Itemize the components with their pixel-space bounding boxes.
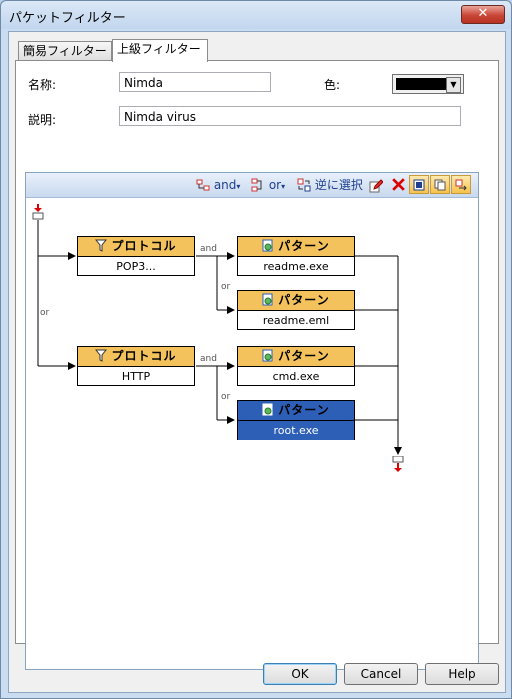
pencil-icon — [369, 179, 383, 193]
copy-icon — [434, 179, 446, 191]
and-dropdown-icon: ▾ — [236, 182, 241, 191]
and-node-icon — [196, 179, 210, 191]
pattern-node-title: パターン — [278, 403, 330, 417]
protocol-node-title: プロトコル — [111, 349, 177, 363]
edge-label-or: or — [221, 392, 231, 402]
edge-label-or: or — [221, 282, 231, 292]
name-label: 名称: — [28, 78, 57, 92]
arrow-layout-icon — [455, 179, 467, 191]
invert-icon — [297, 178, 311, 192]
pattern-node-title: パターン — [278, 293, 330, 307]
pattern-node-value: cmd.exe — [272, 370, 320, 383]
protocol-filter-icon — [95, 349, 108, 362]
dialog-client: 簡易フィルター 上級フィルター 名称: Nimda 色: ▼ 説明: Nimda… — [8, 31, 506, 693]
pattern-node-title: パターン — [278, 239, 330, 253]
cancel-button[interactable]: Cancel — [344, 663, 418, 685]
pattern-node-header: パターン — [238, 401, 354, 421]
close-button[interactable]: ✕ — [461, 5, 505, 24]
protocol-node-title: プロトコル — [111, 239, 177, 253]
advanced-filter-panel: 名称: Nimda 色: ▼ 説明: Nimda virus and▾ or▾ — [15, 60, 499, 670]
or-button[interactable]: or▾ — [251, 176, 285, 194]
edit-button[interactable] — [369, 177, 383, 195]
pattern-node-header: パターン — [238, 237, 354, 257]
description-label: 説明: — [28, 113, 57, 127]
ok-button[interactable]: OK — [263, 663, 337, 685]
view-mode-2-button[interactable] — [430, 175, 450, 194]
tab-advanced-filter[interactable]: 上級フィルター — [112, 39, 208, 62]
edge-label-and: and — [200, 354, 217, 364]
filter-editor: and▾ or▾ 逆に選択 — [25, 172, 479, 670]
editor-toolbar: and▾ or▾ 逆に選択 — [26, 173, 478, 198]
view-mode-3-button[interactable] — [451, 175, 471, 194]
connector-lines — [37, 220, 402, 455]
delete-x-icon — [392, 178, 405, 191]
pattern-node-title: パターン — [278, 349, 330, 363]
pattern-node[interactable]: パターン readme.exe — [237, 236, 355, 276]
view-mode-1-button[interactable] — [409, 175, 429, 194]
protocol-node[interactable]: プロトコル HTTP — [77, 346, 195, 386]
and-button-label: and — [213, 178, 237, 192]
protocol-node-header: プロトコル — [78, 237, 194, 257]
pattern-icon — [262, 293, 273, 306]
filter-diagram[interactable]: and or or and or プロトコル POP3... パターン — [26, 198, 478, 668]
protocol-filter-icon — [95, 239, 108, 252]
pattern-node-value: root.exe — [238, 421, 354, 440]
pattern-icon — [262, 349, 273, 362]
window-title: パケットフィルター — [9, 11, 126, 26]
pattern-icon — [262, 239, 273, 252]
name-field[interactable]: Nimda — [119, 72, 271, 92]
start-terminal-icon — [32, 204, 44, 220]
invert-selection-label: 逆に選択 — [314, 178, 363, 192]
pattern-node-header: パターン — [238, 347, 354, 367]
chevron-down-icon[interactable]: ▼ — [446, 77, 461, 93]
and-button[interactable]: and▾ — [196, 176, 240, 194]
pattern-icon — [262, 403, 273, 416]
pattern-node-header: パターン — [238, 291, 354, 311]
pattern-node-value: readme.eml — [262, 314, 330, 327]
description-field[interactable]: Nimda virus — [119, 106, 461, 126]
or-button-label: or — [268, 178, 282, 192]
color-swatch — [396, 78, 446, 90]
pattern-node[interactable]: パターン cmd.exe — [237, 346, 355, 386]
invert-selection-button[interactable]: 逆に選択 — [297, 176, 363, 194]
or-node-icon — [251, 178, 262, 192]
color-picker[interactable]: ▼ — [392, 74, 464, 94]
help-button[interactable]: Help — [425, 663, 499, 685]
protocol-node-header: プロトコル — [78, 347, 194, 367]
or-dropdown-icon: ▾ — [281, 182, 286, 191]
protocol-node-value: HTTP — [121, 370, 151, 383]
layout-icon — [413, 179, 425, 191]
title-bar[interactable]: パケットフィルター ✕ — [1, 1, 511, 29]
edge-label-and: and — [200, 244, 217, 254]
protocol-node[interactable]: プロトコル POP3... — [77, 236, 195, 276]
pattern-node-selected[interactable]: パターン root.exe — [237, 400, 355, 440]
edge-label-or: or — [40, 308, 50, 318]
pattern-node[interactable]: パターン readme.eml — [237, 290, 355, 330]
color-label: 色: — [324, 78, 341, 92]
delete-button[interactable] — [391, 176, 406, 194]
pattern-node-value: readme.exe — [263, 260, 329, 273]
end-terminal-icon — [392, 456, 404, 472]
tab-simple-filter[interactable]: 簡易フィルター — [18, 41, 112, 61]
protocol-node-value: POP3... — [116, 260, 156, 273]
